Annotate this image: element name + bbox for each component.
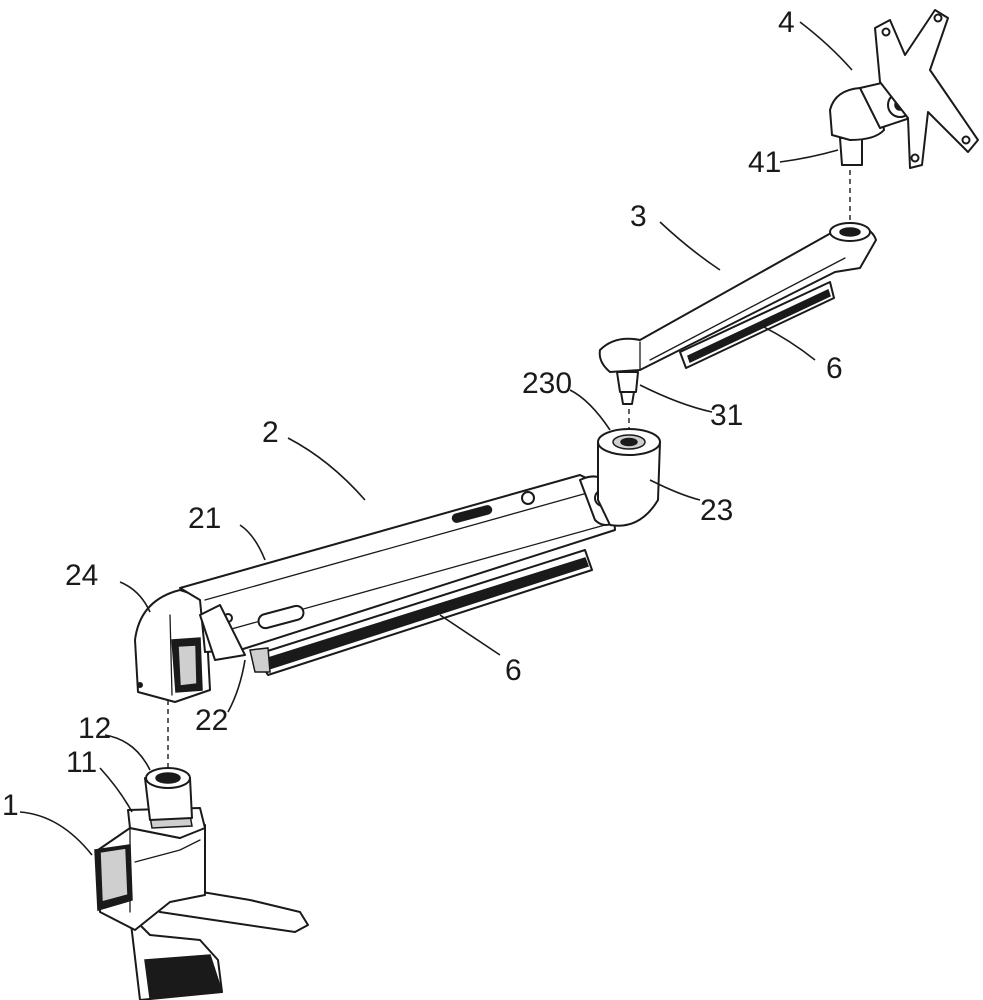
vesa-head [830, 10, 978, 168]
shoulder-joint [135, 590, 210, 702]
label-head-pin: 41 [748, 146, 781, 179]
label-lower-arm-bracket: 22 [195, 704, 228, 737]
label-elbow-joint: 23 [700, 494, 733, 527]
elbow-joint [598, 429, 660, 526]
callouts: 1 11 12 2 21 24 22 6 23 230 31 3 [2, 6, 852, 855]
label-collar-lower: 11 [66, 746, 97, 779]
label-socket: 230 [522, 367, 572, 400]
label-lower-arm-body: 21 [188, 502, 221, 535]
label-lower-arm: 2 [262, 416, 279, 449]
label-shoulder-joint: 24 [65, 559, 98, 592]
label-upper-arm: 3 [630, 200, 647, 233]
label-cover-upper: 6 [826, 352, 843, 385]
label-cover-lower: 6 [505, 654, 522, 687]
label-vesa-head: 4 [778, 6, 795, 39]
label-base: 1 [2, 789, 19, 822]
label-collar-upper: 12 [78, 712, 111, 745]
collar-upper-post [145, 768, 192, 820]
desk-clamp-base [95, 825, 308, 1000]
label-upper-arm-pin: 31 [710, 399, 743, 432]
